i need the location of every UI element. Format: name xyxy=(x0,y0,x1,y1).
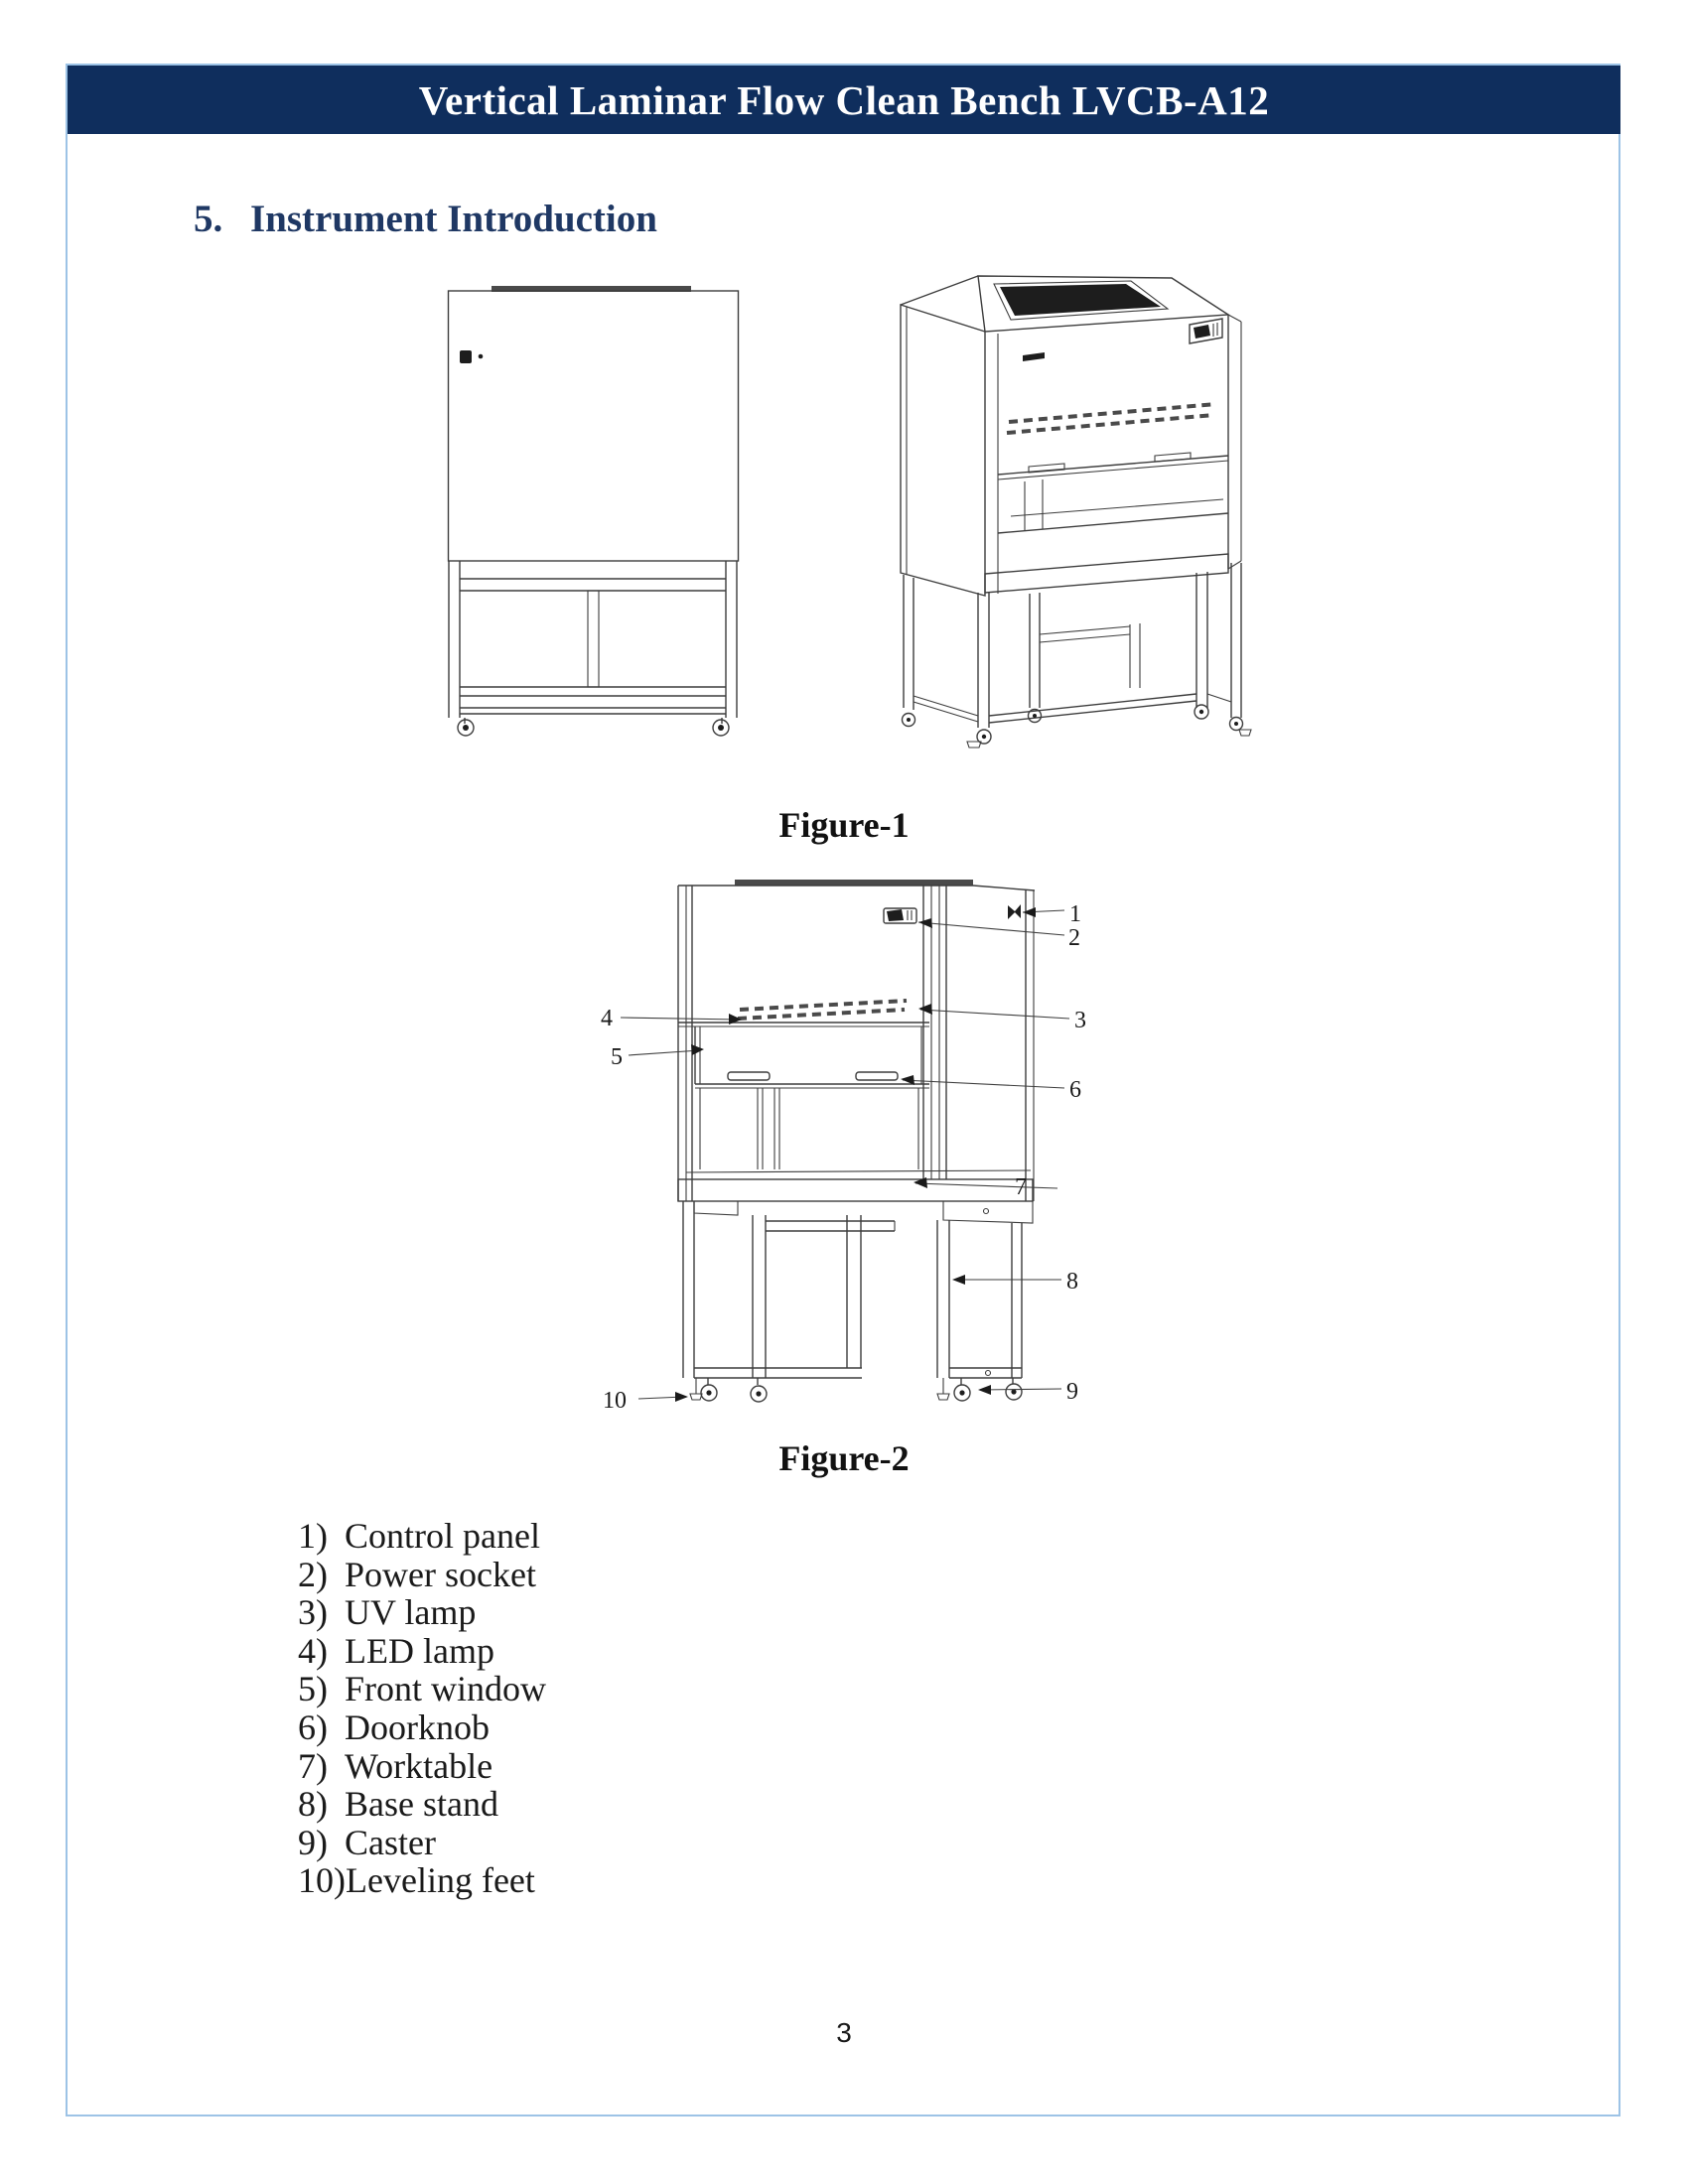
item-number: 9) xyxy=(298,1822,328,1862)
figure1-front-view-drawing xyxy=(447,286,740,737)
hepa-filter-grille xyxy=(1000,284,1161,316)
item-number: 2) xyxy=(298,1554,328,1594)
worktable-surface xyxy=(997,512,1229,534)
figure2-callout-1: 1 xyxy=(1069,901,1081,927)
base-stand xyxy=(448,561,738,718)
item-number: 7) xyxy=(298,1745,328,1786)
item-label: Control panel xyxy=(345,1516,540,1556)
parts-list-item: 6) Doorknob xyxy=(298,1708,546,1747)
item-number: 6) xyxy=(298,1706,328,1747)
cabinet xyxy=(677,880,1036,1202)
document-header: Vertical Laminar Flow Clean Bench LVCB-A… xyxy=(68,66,1620,134)
item-label: Worktable xyxy=(345,1745,493,1786)
parts-list-item: 9) Caster xyxy=(298,1824,546,1862)
figure2-callout-10: 10 xyxy=(603,1388,627,1414)
power-button-dot xyxy=(478,353,484,359)
item-number: 10) xyxy=(298,1860,346,1901)
figure1-perspective-view-drawing xyxy=(900,275,1252,749)
item-label: Caster xyxy=(345,1822,436,1862)
item-number: 1) xyxy=(298,1516,328,1556)
item-number: 3) xyxy=(298,1592,328,1633)
control-panel xyxy=(883,907,917,924)
top-filter-strip xyxy=(735,880,973,886)
figure2-callout-9: 9 xyxy=(1066,1379,1078,1405)
page-number: 3 xyxy=(836,2017,852,2048)
item-label: Doorknob xyxy=(345,1706,490,1747)
figure2-callout-7: 7 xyxy=(1015,1174,1027,1200)
parts-list-item: 8) Base stand xyxy=(298,1785,546,1824)
section-title: Instrument Introduction xyxy=(250,198,657,240)
item-number: 5) xyxy=(298,1669,328,1709)
cabinet-top xyxy=(900,275,1231,333)
figure1-caption: Figure-1 xyxy=(778,805,910,845)
item-label: LED lamp xyxy=(345,1630,494,1671)
parts-list-item: 5) Front window xyxy=(298,1670,546,1708)
item-label: Leveling feet xyxy=(346,1860,535,1901)
doorknob-right xyxy=(855,1071,899,1081)
brand-logo xyxy=(1023,352,1045,361)
base-stand xyxy=(682,1200,1034,1379)
doorknob-left xyxy=(727,1071,771,1081)
leveling-foot xyxy=(966,741,982,749)
side-panel xyxy=(900,304,986,597)
figure2-callout-6: 6 xyxy=(1069,1077,1081,1103)
doorknob-left xyxy=(1028,463,1065,474)
item-number: 8) xyxy=(298,1784,328,1825)
section-number: 5. xyxy=(194,198,223,240)
top-filter-strip xyxy=(492,286,691,292)
parts-list-item: 3) UV lamp xyxy=(298,1593,546,1632)
control-panel xyxy=(1189,318,1223,344)
figure2-caption: Figure-2 xyxy=(778,1438,910,1478)
figure2-callout-5: 5 xyxy=(611,1044,623,1070)
item-label: Front window xyxy=(345,1669,547,1709)
base-stand xyxy=(903,563,1242,728)
item-number: 4) xyxy=(298,1630,328,1671)
vent-slots xyxy=(1008,402,1217,424)
parts-list-item: 4) LED lamp xyxy=(298,1632,546,1671)
cabinet-outline xyxy=(447,290,740,562)
parts-list-item: 2) Power socket xyxy=(298,1554,546,1594)
callout-numbers: 1 2 3 4 5 6 7 8 9 10 xyxy=(601,901,1086,1414)
callout-arrows xyxy=(620,907,1070,1402)
figure2-annotated-drawing: 1 2 3 4 5 6 7 8 9 10 xyxy=(601,880,1086,1414)
parts-list-item: 10) Leveling feet xyxy=(298,1861,546,1900)
parts-list-item: 1) Control panel xyxy=(298,1517,546,1556)
leveling-foot xyxy=(1238,729,1252,737)
page-border xyxy=(66,64,1620,2116)
item-label: Base stand xyxy=(345,1784,498,1825)
figure2-callout-8: 8 xyxy=(1066,1269,1078,1295)
casters-and-feet xyxy=(689,1378,1023,1403)
power-socket xyxy=(1008,904,1021,919)
item-label: Power socket xyxy=(345,1554,536,1594)
figure2-callout-3: 3 xyxy=(1074,1008,1086,1033)
led-lamp-slots xyxy=(739,999,908,1012)
parts-list: 1) Control panel 2) Power socket 3) UV l… xyxy=(298,1517,546,1900)
figure2-callout-4: 4 xyxy=(601,1006,613,1031)
front-face xyxy=(984,314,1242,594)
worktable-band xyxy=(984,553,1229,594)
parts-list-item: 7) Worktable xyxy=(298,1745,546,1786)
figure2-callout-2: 2 xyxy=(1068,925,1080,951)
control-panel-icon xyxy=(460,350,472,363)
casters xyxy=(901,704,1252,749)
page-title: Vertical Laminar Flow Clean Bench LVCB-A… xyxy=(418,76,1270,123)
doorknob-right xyxy=(1154,452,1192,463)
casters xyxy=(457,718,730,737)
worktable xyxy=(677,1178,1034,1202)
item-label: UV lamp xyxy=(345,1592,477,1633)
section-heading: 5. Instrument Introduction xyxy=(194,197,657,241)
